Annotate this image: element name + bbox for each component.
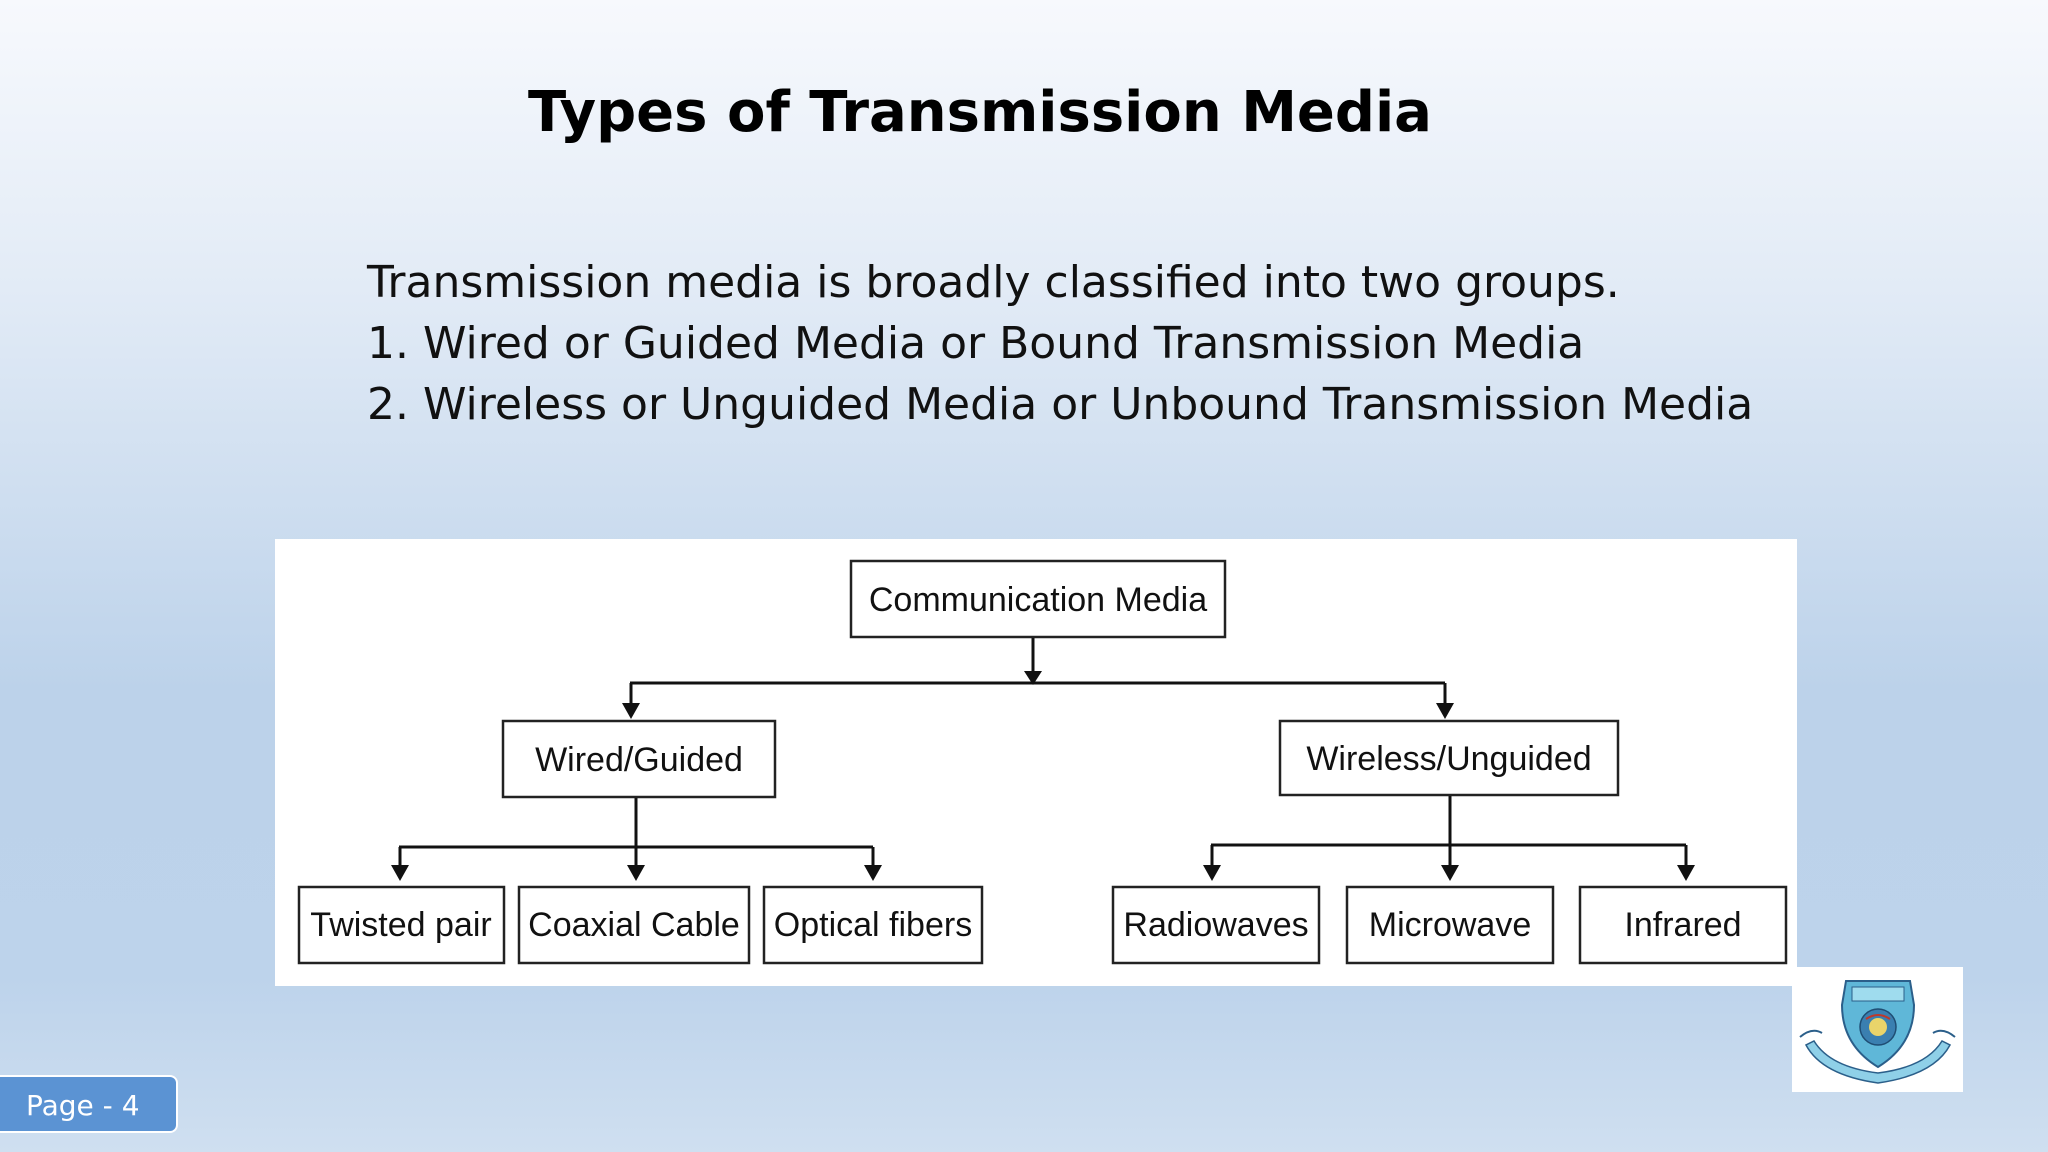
intro-line-wired: 1. Wired or Guided Media or Bound Transm… xyxy=(367,318,1585,369)
arrow-twisted xyxy=(391,865,409,881)
university-logo xyxy=(1792,967,1963,1092)
node-radiowaves: Radiowaves xyxy=(1111,885,1321,965)
arrow-root xyxy=(1024,671,1042,685)
page-number-badge: Page - 4 xyxy=(0,1075,178,1133)
arrow-coaxial xyxy=(627,865,645,881)
node-wired: Wired/Guided xyxy=(501,719,777,799)
node-optical-fibers-label: Optical fibers xyxy=(774,906,972,944)
intro-line-summary: Transmission media is broadly classified… xyxy=(367,257,1620,308)
arrow-micro xyxy=(1441,865,1459,881)
media-classification-diagram: Communication Media Wired/Guided Wireles… xyxy=(275,539,1797,986)
node-wireless: Wireless/Unguided xyxy=(1278,719,1620,797)
node-microwave-label: Microwave xyxy=(1369,906,1531,944)
arrow-optical xyxy=(864,865,882,881)
node-twisted-pair: Twisted pair xyxy=(297,885,506,965)
arrow-infrared xyxy=(1677,865,1695,881)
university-crest-icon xyxy=(1799,980,1956,1084)
diagram-edges xyxy=(391,637,1695,881)
arrow-wired xyxy=(622,703,640,719)
node-radiowaves-label: Radiowaves xyxy=(1123,906,1308,944)
node-infrared: Infrared xyxy=(1578,885,1788,965)
slide-title: Types of Transmission Media xyxy=(528,80,1432,145)
arrow-wireless xyxy=(1436,703,1454,719)
node-wireless-label: Wireless/Unguided xyxy=(1306,740,1591,778)
node-root-label: Communication Media xyxy=(869,581,1207,619)
node-microwave: Microwave xyxy=(1345,885,1555,965)
intro-line-wireless: 2. Wireless or Unguided Media or Unbound… xyxy=(367,379,1754,430)
node-wired-label: Wired/Guided xyxy=(535,741,743,779)
intro-text: Transmission media is broadly classified… xyxy=(367,252,1753,435)
diagram-canvas: Communication Media Wired/Guided Wireles… xyxy=(297,559,1788,965)
node-infrared-label: Infrared xyxy=(1624,906,1741,944)
node-twisted-pair-label: Twisted pair xyxy=(310,906,491,944)
node-coaxial-cable-label: Coaxial Cable xyxy=(528,906,740,944)
node-optical-fibers: Optical fibers xyxy=(762,885,984,965)
node-coaxial-cable: Coaxial Cable xyxy=(517,885,751,965)
node-root: Communication Media xyxy=(849,559,1227,639)
arrow-radio xyxy=(1203,865,1221,881)
